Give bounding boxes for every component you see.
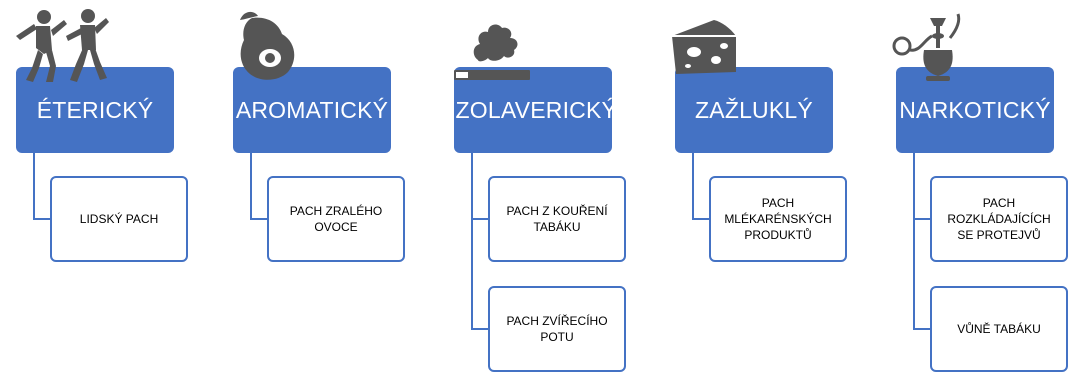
cheese-icon: [672, 20, 736, 74]
connector-aromatic: [250, 153, 269, 220]
category-header-aromatic: AROMATICKÝ: [233, 67, 391, 153]
hookah-icon: [892, 13, 961, 81]
item-box-aromatic-1: PACH ZRALÉHO OVOCE: [267, 176, 405, 262]
item-box-izolaveric-2: PACH ZVÍŘECÍHO POTU: [488, 286, 626, 372]
category-header-zazlukly: ZAŽLUKLÝ: [675, 67, 833, 153]
dancing-people-icon: [16, 9, 109, 82]
connector-eteric: [33, 153, 52, 220]
connector-izolaveric-2: [471, 219, 490, 330]
pear-avocado-icon: [240, 11, 295, 80]
item-box-narkotic-2: VŮNĚ TABÁKU: [930, 286, 1068, 372]
item-box-eteric-1: LIDSKÝ PACH: [50, 176, 188, 262]
item-box-zazlukly-1: PACH MLÉKARÉNSKÝCH PRODUKTŮ: [709, 176, 847, 262]
category-header-narkotic: NARKOTICKÝ: [896, 67, 1054, 153]
category-header-eteric: ÉTERICKÝ: [16, 67, 174, 153]
connector-narkotic-2: [913, 219, 932, 330]
category-header-izolaveric: IZOLAVERICKÝ: [449, 67, 617, 153]
cigarette-smoke-icon: [454, 24, 530, 80]
item-box-narkotic-1: PACH ROZKLÁDAJÍCÍCH SE PROTEJVŮ: [930, 176, 1068, 262]
connector-zazlukly: [692, 153, 711, 220]
item-box-izolaveric-1: PACH Z KOUŘENÍ TABÁKU: [488, 176, 626, 262]
